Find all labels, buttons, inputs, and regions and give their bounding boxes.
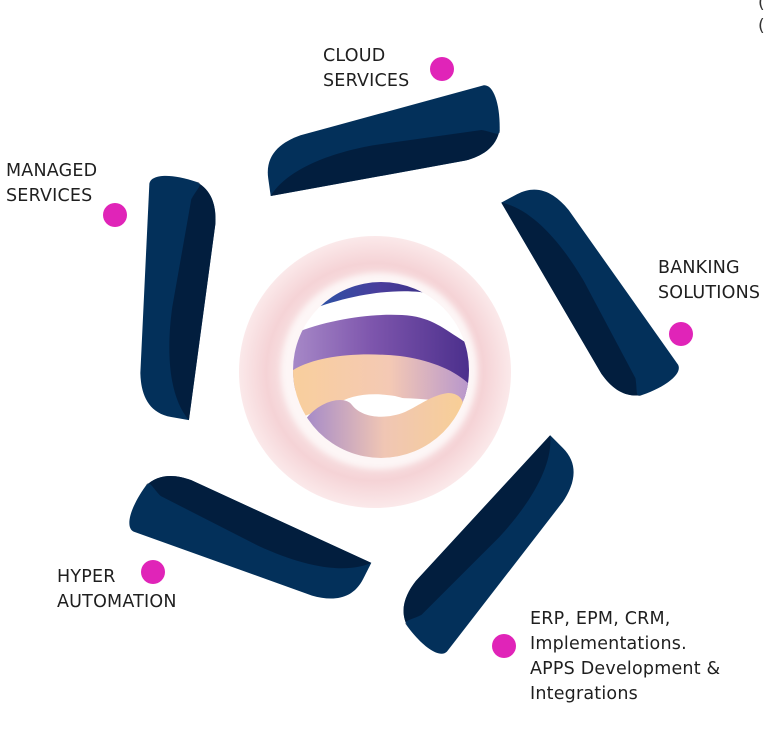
service-label-cloud: CLOUD SERVICES: [323, 44, 410, 94]
petal-shadow: [403, 435, 551, 627]
petal-shadow: [270, 129, 500, 197]
label-line: MANAGED: [6, 161, 98, 181]
marker-dot-banking: [669, 322, 693, 346]
label-line: ERP, EPM, CRM,: [530, 609, 671, 629]
petal-shadow: [145, 476, 372, 569]
label-line: HYPER: [57, 567, 116, 587]
petal-cloud: [267, 85, 500, 197]
service-label-erp: ERP, EPM, CRM, Implementations. APPS Dev…: [530, 607, 720, 707]
label-line: BANKING: [658, 258, 740, 278]
label-line: Implementations.: [530, 634, 687, 654]
petal-body: [501, 189, 679, 396]
petal-hyper: [129, 476, 372, 599]
marker-dot-cloud: [430, 57, 454, 81]
service-label-hyper: HYPER AUTOMATION: [57, 565, 177, 615]
petal-shadow: [501, 202, 643, 396]
petal-shadow: [169, 181, 216, 421]
label-line: SERVICES: [6, 186, 93, 206]
label-line: CLOUD: [323, 46, 386, 66]
marker-dot-managed: [103, 203, 127, 227]
label-line: SERVICES: [323, 71, 410, 91]
petal-erp: [403, 435, 574, 654]
brand-e-logo-icon: [293, 282, 469, 458]
label-line: SOLUTIONS: [658, 283, 761, 303]
cropped-edge-text: ( (: [758, 0, 765, 38]
label-line: AUTOMATION: [57, 592, 177, 612]
petal-managed: [140, 175, 216, 421]
label-line: APPS Development &: [530, 659, 721, 679]
label-line: Integrations: [530, 684, 638, 704]
marker-dot-hyper: [141, 560, 165, 584]
service-label-banking: BANKING SOLUTIONS: [658, 256, 760, 306]
petal-banking: [501, 189, 679, 396]
edge-glyph: (: [758, 0, 765, 13]
edge-glyph: (: [758, 16, 765, 36]
marker-dot-erp: [492, 634, 516, 658]
service-label-managed: MANAGED SERVICES: [6, 159, 97, 209]
